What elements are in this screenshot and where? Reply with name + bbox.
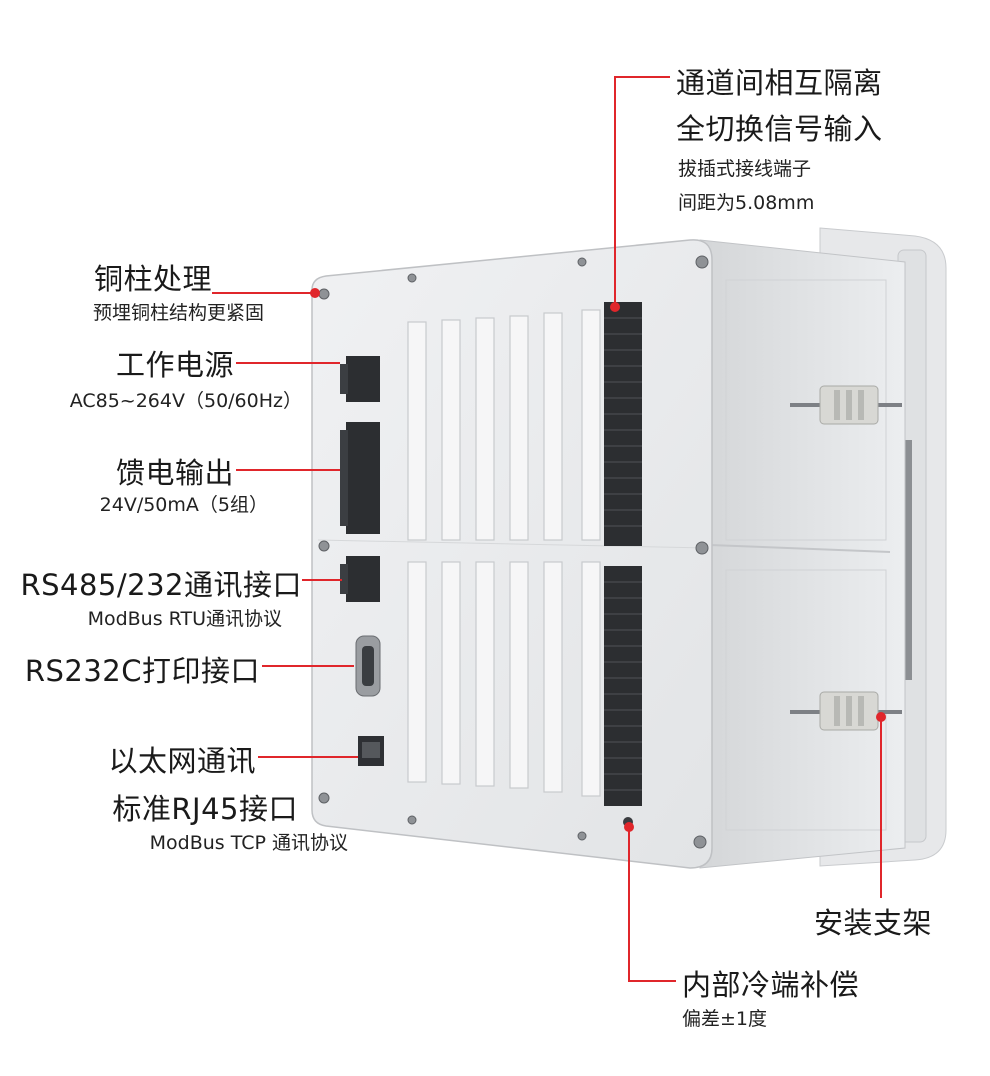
callout-line-feed: [236, 469, 340, 471]
isolation-sub-2: 间距为5.08mm: [678, 192, 815, 214]
callout-dot-copper: [310, 288, 320, 298]
callout-line-power: [236, 362, 340, 364]
copper-pillar-sub: 预埋铜柱结构更紧固: [92, 302, 264, 324]
cold-junction-sub: 偏差±1度: [682, 1008, 768, 1030]
isolation-title-1: 通道间相互隔离: [676, 66, 883, 100]
rs485-title: RS485/232通讯接口: [20, 568, 302, 602]
copper-pillar-title: 铜柱处理: [93, 262, 212, 296]
cold-junction-title: 内部冷端补偿: [682, 968, 860, 1002]
rs485-sub: ModBus RTU通讯协议: [87, 608, 282, 630]
callout-line-rs485: [302, 579, 342, 581]
callout-line-bracket-v: [880, 718, 882, 898]
callout-line-coldjunction-h: [628, 980, 676, 982]
callout-line-isolation-h: [614, 76, 670, 78]
rs232c-title: RS232C打印接口: [24, 654, 260, 688]
ethernet-title-1: 以太网通讯: [108, 744, 256, 778]
callout-line-isolation-v: [614, 76, 616, 308]
callout-line-copper: [212, 292, 316, 294]
feed-output-sub: 24V/50mA（5组）: [99, 494, 268, 516]
power-title: 工作电源: [115, 348, 234, 382]
ethernet-sub: ModBus TCP 通讯协议: [149, 832, 348, 854]
bracket-title: 安装支架: [814, 906, 933, 940]
feed-output-title: 馈电输出: [115, 456, 234, 490]
callout-dot-bracket: [876, 712, 886, 722]
callout-dot-coldjunction: [624, 822, 634, 832]
callout-line-rs232c: [262, 665, 354, 667]
isolation-title-2: 全切换信号输入: [676, 112, 883, 146]
isolation-sub-1: 拔插式接线端子: [678, 158, 812, 180]
callout-line-coldjunction-v: [628, 828, 630, 980]
ethernet-title-2: 标准RJ45接口: [112, 792, 298, 826]
callout-dot-isolation: [610, 302, 620, 312]
power-sub: AC85~264V（50/60Hz）: [69, 390, 302, 412]
callout-line-ethernet: [258, 756, 358, 758]
